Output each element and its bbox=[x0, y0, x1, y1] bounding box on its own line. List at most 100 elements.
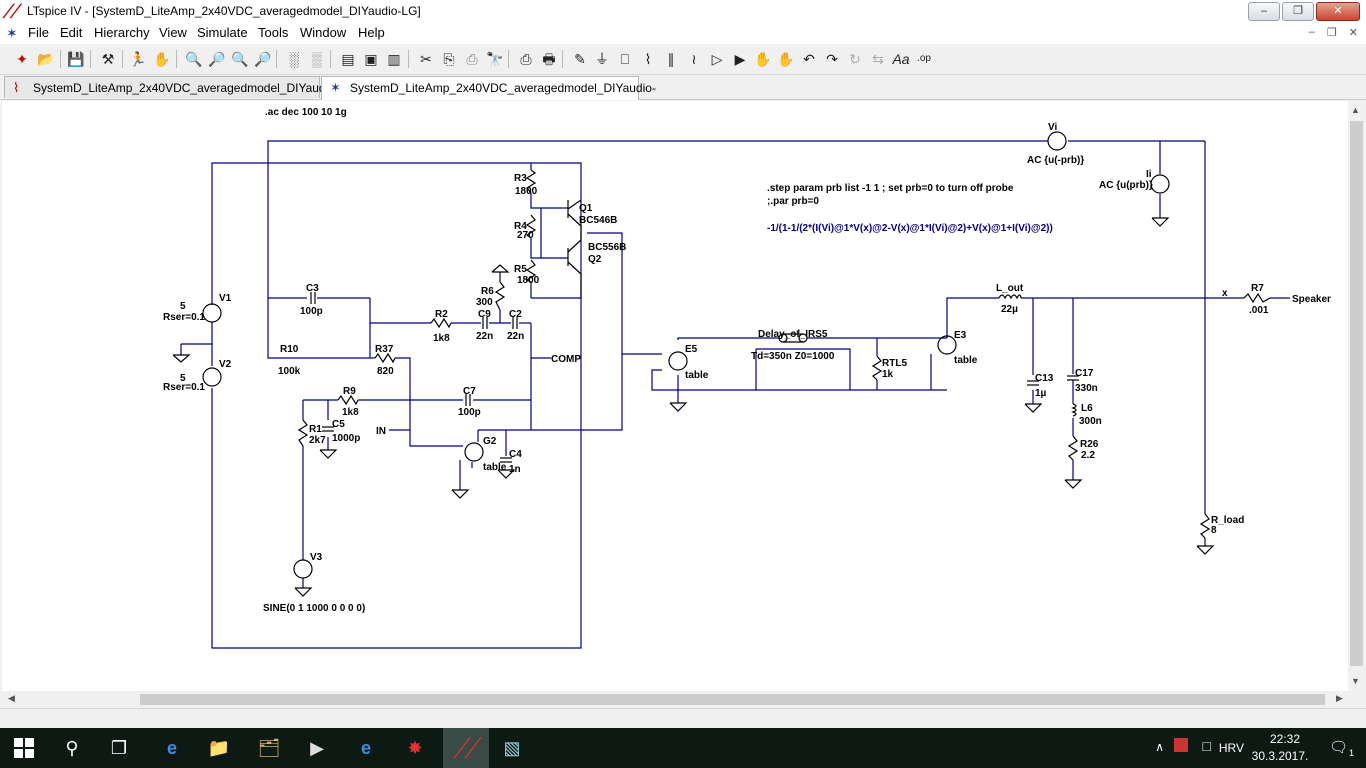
c2-value[interactable]: 22n bbox=[507, 331, 524, 342]
tab-waveform[interactable]: ⌇ SystemD_LiteAmp_2x40VDC_averagedmodel_… bbox=[4, 76, 339, 117]
open-icon[interactable]: 📂 bbox=[37, 51, 55, 67]
cascade-icon[interactable]: ▣ bbox=[364, 51, 378, 67]
minimize-button[interactable]: – bbox=[1248, 2, 1280, 21]
folder-app-icon[interactable]: 🗂 bbox=[257, 738, 281, 758]
rotate-icon[interactable]: ↻ bbox=[849, 51, 861, 67]
zoom-fit-icon[interactable]: 🔎 bbox=[254, 51, 272, 67]
r4-label[interactable]: R4 bbox=[514, 221, 527, 232]
c13-value[interactable]: 1µ bbox=[1035, 388, 1047, 399]
file-explorer-icon[interactable]: 📁 bbox=[207, 738, 231, 758]
e3-value[interactable]: table bbox=[954, 355, 978, 366]
speaker-net-label[interactable]: Speaker bbox=[1292, 294, 1331, 305]
ground-icon[interactable]: ⏚ bbox=[595, 51, 609, 67]
v3-label[interactable]: V3 bbox=[310, 552, 323, 563]
menu-file[interactable]: File bbox=[28, 25, 49, 40]
r10-value[interactable]: 100k bbox=[278, 366, 301, 377]
draw-wire-icon[interactable]: ✎ bbox=[574, 51, 586, 67]
windows-start-icon[interactable] bbox=[14, 738, 34, 758]
autorange-icon[interactable]: ░ bbox=[289, 51, 299, 67]
q1-label[interactable]: Q1 bbox=[579, 203, 593, 214]
v1-value[interactable]: 5 bbox=[180, 301, 186, 312]
inductor-icon[interactable]: ≀ bbox=[691, 51, 697, 67]
tab-schematic[interactable]: ✶ SystemD_LiteAmp_2x40VDC_averagedmodel_… bbox=[321, 76, 656, 117]
c4-label[interactable]: C4 bbox=[509, 449, 522, 460]
notifications-icon[interactable]: 🗨 bbox=[1328, 739, 1348, 756]
par-directive[interactable]: ;.par prb=0 bbox=[767, 196, 819, 207]
media-player-icon[interactable]: ▶ bbox=[310, 738, 324, 758]
r1-label[interactable]: R1 bbox=[309, 424, 322, 435]
save-icon[interactable]: 💾 bbox=[67, 51, 85, 67]
resistor-icon[interactable]: ⌇ bbox=[644, 51, 652, 67]
l6-label[interactable]: L6 bbox=[1081, 403, 1093, 414]
v1-rser[interactable]: Rser=0.1 bbox=[163, 312, 205, 323]
r4-value[interactable]: 270 bbox=[517, 230, 534, 241]
c17-label[interactable]: C17 bbox=[1075, 368, 1094, 379]
mdi-close-button[interactable]: ✕ bbox=[1348, 27, 1358, 39]
menu-window[interactable]: Window bbox=[300, 25, 347, 40]
r2-label[interactable]: R2 bbox=[435, 309, 448, 320]
horizontal-scrollbar[interactable]: ◀ ▶ bbox=[2, 691, 1348, 708]
schematic-canvas[interactable]: .ac dec 100 10 1g .step param prb list -… bbox=[2, 101, 1348, 691]
menu-tools[interactable]: Tools bbox=[258, 25, 289, 40]
horizontal-scroll-thumb[interactable] bbox=[140, 694, 1325, 705]
e5-value[interactable]: table bbox=[685, 370, 709, 381]
r26-label[interactable]: R26 bbox=[1080, 439, 1099, 450]
vi-value[interactable]: AC {u(-prb)} bbox=[1027, 155, 1084, 166]
g2-value[interactable]: table bbox=[483, 462, 507, 473]
zoom-out-icon[interactable]: 🔍 bbox=[231, 51, 249, 67]
mdi-minimize-button[interactable]: – bbox=[1308, 26, 1315, 38]
r26-value[interactable]: 2.2 bbox=[1081, 450, 1095, 461]
q2-value[interactable]: BC556B bbox=[588, 242, 626, 253]
notepad-icon[interactable]: ▧ bbox=[503, 738, 521, 758]
c7-label[interactable]: C7 bbox=[463, 386, 476, 397]
c17-value[interactable]: 330n bbox=[1075, 383, 1098, 394]
r-load-value[interactable]: 8 bbox=[1211, 525, 1217, 536]
loopgain-expression[interactable]: -1/(1-1/(2*(I(Vi)@1*V(x)@2-V(x)@1*I(Vi)@… bbox=[767, 223, 1053, 234]
run-icon[interactable]: 🏃 bbox=[129, 51, 147, 67]
ii-label[interactable]: Ii bbox=[1146, 169, 1152, 180]
scroll-right-icon[interactable]: ▶ bbox=[1336, 693, 1343, 703]
app-red-icon[interactable]: ✸ bbox=[407, 738, 423, 758]
v2-value[interactable]: 5 bbox=[180, 373, 186, 384]
vi-label[interactable]: Vi bbox=[1048, 122, 1057, 133]
rtl5-value[interactable]: 1k bbox=[882, 369, 894, 380]
menu-view[interactable]: View bbox=[159, 25, 187, 40]
r7-label[interactable]: R7 bbox=[1251, 283, 1264, 294]
r1-value[interactable]: 2k7 bbox=[309, 435, 326, 446]
r3-value[interactable]: 1800 bbox=[515, 186, 538, 197]
edge-browser-icon[interactable]: e bbox=[166, 738, 177, 758]
scroll-up-icon[interactable]: ▲ bbox=[1351, 105, 1360, 115]
ii-value[interactable]: AC {u(prb)} bbox=[1099, 180, 1153, 191]
comp-net-label[interactable]: COMP bbox=[551, 354, 581, 365]
c9-value[interactable]: 22n bbox=[476, 331, 493, 342]
menu-simulate[interactable]: Simulate bbox=[197, 25, 248, 40]
control-panel-icon[interactable]: ⚒ bbox=[101, 51, 115, 67]
l-out-label[interactable]: L_out bbox=[996, 283, 1024, 294]
l6-value[interactable]: 300n bbox=[1079, 416, 1102, 427]
print-setup-icon[interactable]: ⎙ bbox=[520, 51, 532, 67]
tile-horizontal-icon[interactable]: ▤ bbox=[341, 51, 355, 67]
c2-label[interactable]: C2 bbox=[509, 309, 522, 320]
r5-label[interactable]: R5 bbox=[514, 264, 527, 275]
component-icon[interactable]: ▶ bbox=[734, 51, 746, 67]
x-net-label[interactable]: x bbox=[1222, 288, 1228, 299]
v2-rser[interactable]: Rser=0.1 bbox=[163, 382, 205, 393]
e3-label[interactable]: E3 bbox=[954, 330, 967, 341]
vertical-scroll-thumb[interactable] bbox=[1350, 121, 1363, 666]
copy-icon[interactable]: ⎘ bbox=[443, 51, 455, 67]
v1-label[interactable]: V1 bbox=[219, 293, 232, 304]
c7-value[interactable]: 100p bbox=[458, 407, 481, 418]
c13-label[interactable]: C13 bbox=[1035, 373, 1054, 384]
c4-value[interactable]: 1n bbox=[509, 464, 521, 475]
diode-icon[interactable]: ▷ bbox=[711, 51, 723, 67]
text-icon[interactable]: Aa bbox=[892, 51, 910, 67]
internet-explorer-icon[interactable]: e bbox=[360, 738, 371, 758]
c5-label[interactable]: C5 bbox=[332, 419, 345, 430]
ltspice-taskbar-icon[interactable]: ╱╱ bbox=[443, 728, 489, 768]
vertical-scrollbar[interactable]: ▲ ▼ bbox=[1348, 101, 1365, 691]
move-icon[interactable]: ✋ bbox=[754, 51, 772, 67]
fft-icon[interactable]: ▒ bbox=[312, 51, 322, 67]
r5-value[interactable]: 1800 bbox=[517, 275, 540, 286]
scroll-left-icon[interactable]: ◀ bbox=[8, 693, 15, 703]
r37-label[interactable]: R37 bbox=[375, 344, 394, 355]
